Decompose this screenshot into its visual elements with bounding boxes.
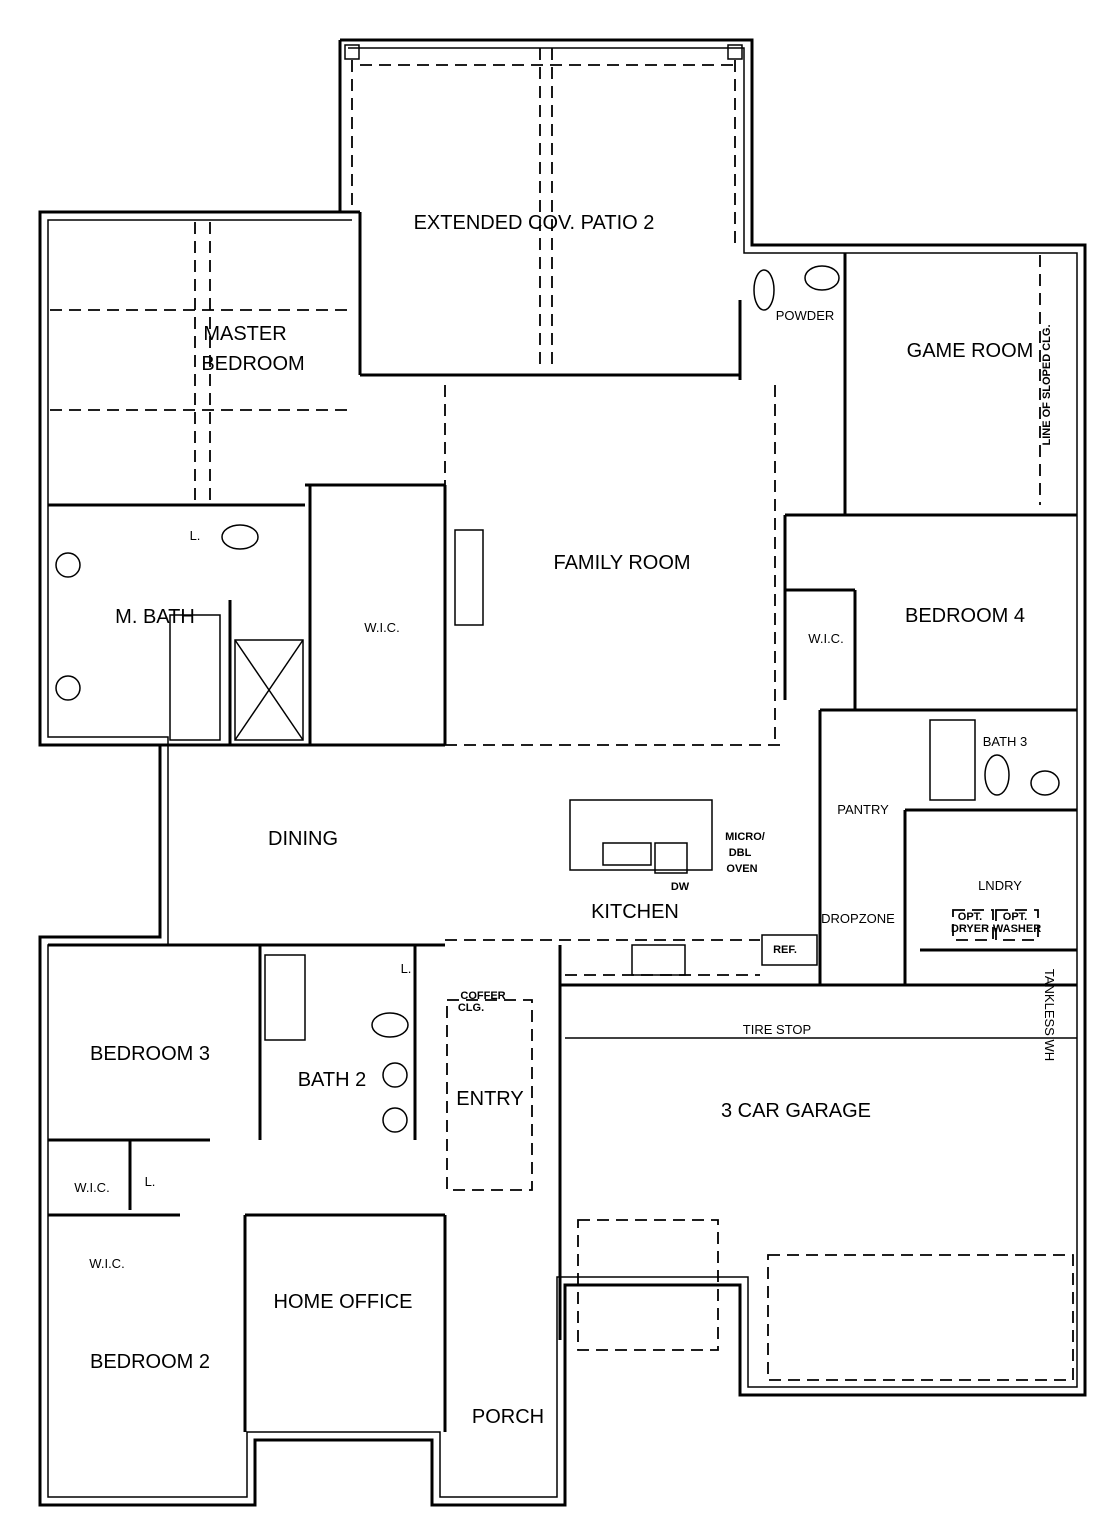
fireplace-icon [454,529,484,626]
label-ref: REF. [773,944,797,956]
label-laundry: LNDRY [978,878,1022,893]
toilet-master-icon [221,524,259,550]
tub-bath2-icon [264,954,306,1041]
label-powder: POWDER [776,308,835,323]
label-entry: ENTRY [456,1088,523,1110]
label-kitchen: KITCHEN [591,901,679,923]
label-wic3: W.I.C. [74,1180,109,1195]
label-m-bath: M. BATH [115,606,195,628]
label-bath3: BATH 3 [983,734,1028,749]
dishwasher-icon [654,842,688,874]
label-bedroom4: BEDROOM 4 [905,605,1025,627]
interior-walls [48,253,1077,1432]
sink-bath3-icon [1030,770,1060,796]
toilet-bath2-icon [371,1012,409,1038]
shower-icon [234,639,304,741]
label-master-2: BEDROOM [201,353,304,375]
kitchen-island [569,799,713,871]
label-dryer-2: DRYER [951,923,989,935]
label-wic4: W.I.C. [808,631,843,646]
toilet-powder-icon [753,269,775,311]
exterior-walls [38,38,1087,1507]
label-bath2: BATH 2 [298,1069,367,1091]
ceiling-lines [50,222,1077,1381]
label-tankless: TANKLESS WH [1042,969,1057,1061]
label-sloped-clg: LINE OF SLOPED CLG. [1041,324,1053,445]
label-washer-1: OPT. [1003,911,1027,923]
label-micro-1: MICRO/ [725,831,765,843]
label-coffer-1: COFFER [460,990,505,1002]
sink-icon [602,842,652,866]
label-game-room: GAME ROOM [907,340,1034,362]
label-family-room: FAMILY ROOM [553,552,690,574]
label-master-1: MASTER [203,323,286,345]
label-linen-bath2: L. [401,961,412,976]
label-master-wic: W.I.C. [364,620,399,635]
cooktop-icon [631,944,686,976]
label-dropzone: DROPZONE [821,911,895,926]
label-washer-2: WASHER [993,923,1041,935]
label-linen-hall: L. [145,1174,156,1189]
label-home-office: HOME OFFICE [274,1291,413,1313]
label-patio: EXTENDED COV. PATIO 2 [414,212,655,234]
label-bedroom3: BEDROOM 3 [90,1043,210,1065]
fixtures [55,265,1060,1133]
toilet-bath3-icon [984,754,1010,796]
refrigerator-icon [761,934,818,966]
label-micro-2: DBL [729,847,752,859]
label-garage: 3 CAR GARAGE [721,1100,871,1122]
label-dryer-1: OPT. [958,911,982,923]
tub-bath3-icon [929,719,976,801]
patio [344,44,743,377]
sink-powder-icon [804,265,840,291]
label-pantry: PANTRY [837,802,889,817]
label-bedroom2: BEDROOM 2 [90,1351,210,1373]
label-dw: DW [671,881,690,893]
label-tire-stop: TIRE STOP [743,1022,811,1037]
label-micro-3: OVEN [726,863,757,875]
label-linen-master: L. [190,528,201,543]
label-porch: PORCH [472,1406,544,1428]
label-coffer-2: CLG. [458,1002,484,1014]
label-wic2: W.I.C. [89,1256,124,1271]
tub-icon [169,614,221,741]
label-dining: DINING [268,828,338,850]
